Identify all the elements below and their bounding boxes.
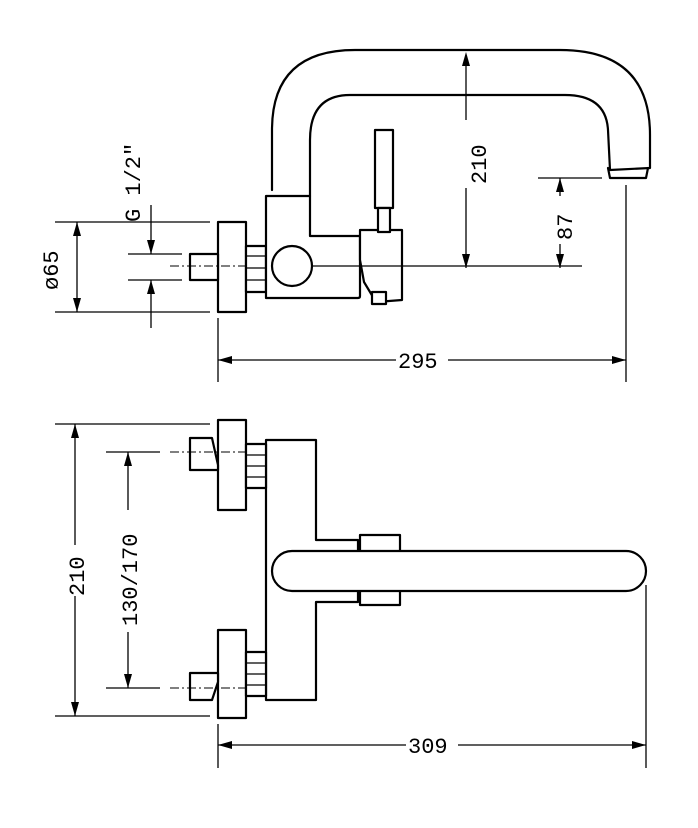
- eccentric-bottom: [188, 671, 220, 702]
- dim-length-side-text: 295: [398, 350, 438, 375]
- side-view: [170, 48, 652, 314]
- eccentric-nipple: [188, 252, 220, 282]
- rosette-top: [216, 418, 248, 512]
- front-spout: [270, 549, 648, 593]
- dim-length-front-text: 309: [408, 735, 448, 760]
- spout-outline: [270, 48, 652, 198]
- dim-height-front: 210: [55, 423, 210, 717]
- wall-rosette: [216, 220, 248, 314]
- eccentric-top: [188, 436, 220, 472]
- dim-diameter: ø65: [40, 221, 210, 313]
- dim-height-front-text: 210: [66, 556, 91, 596]
- dim-centers: 130/170: [106, 451, 160, 689]
- dim-diameter-text: ø65: [40, 250, 65, 290]
- dim-height-side: 210: [462, 52, 493, 268]
- dim-thread-text: G 1/2": [122, 143, 147, 222]
- lever-handle: [373, 128, 395, 210]
- dim-length-front: 309: [217, 585, 647, 768]
- dim-spout-offset-text: 87: [554, 214, 579, 240]
- aerator: [606, 166, 650, 180]
- dim-spout-offset: 87: [538, 177, 602, 268]
- front-view: [170, 418, 648, 720]
- dim-height-side-text: 210: [468, 144, 493, 184]
- dim-length-side: 295: [217, 185, 627, 382]
- rosette-bottom: [216, 628, 248, 720]
- dim-thread: G 1/2": [122, 143, 182, 328]
- dim-centers-text: 130/170: [119, 534, 144, 626]
- connection-nut: [244, 244, 268, 294]
- inlet-circle: [270, 244, 314, 288]
